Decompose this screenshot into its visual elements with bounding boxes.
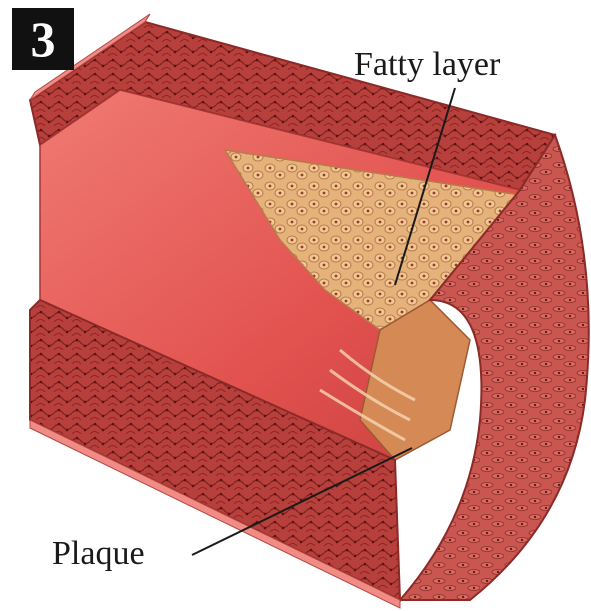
- step-number-badge: 3: [12, 8, 74, 70]
- fatty-layer-label: Fatty layer: [354, 48, 500, 82]
- plaque-label: Plaque: [52, 537, 145, 571]
